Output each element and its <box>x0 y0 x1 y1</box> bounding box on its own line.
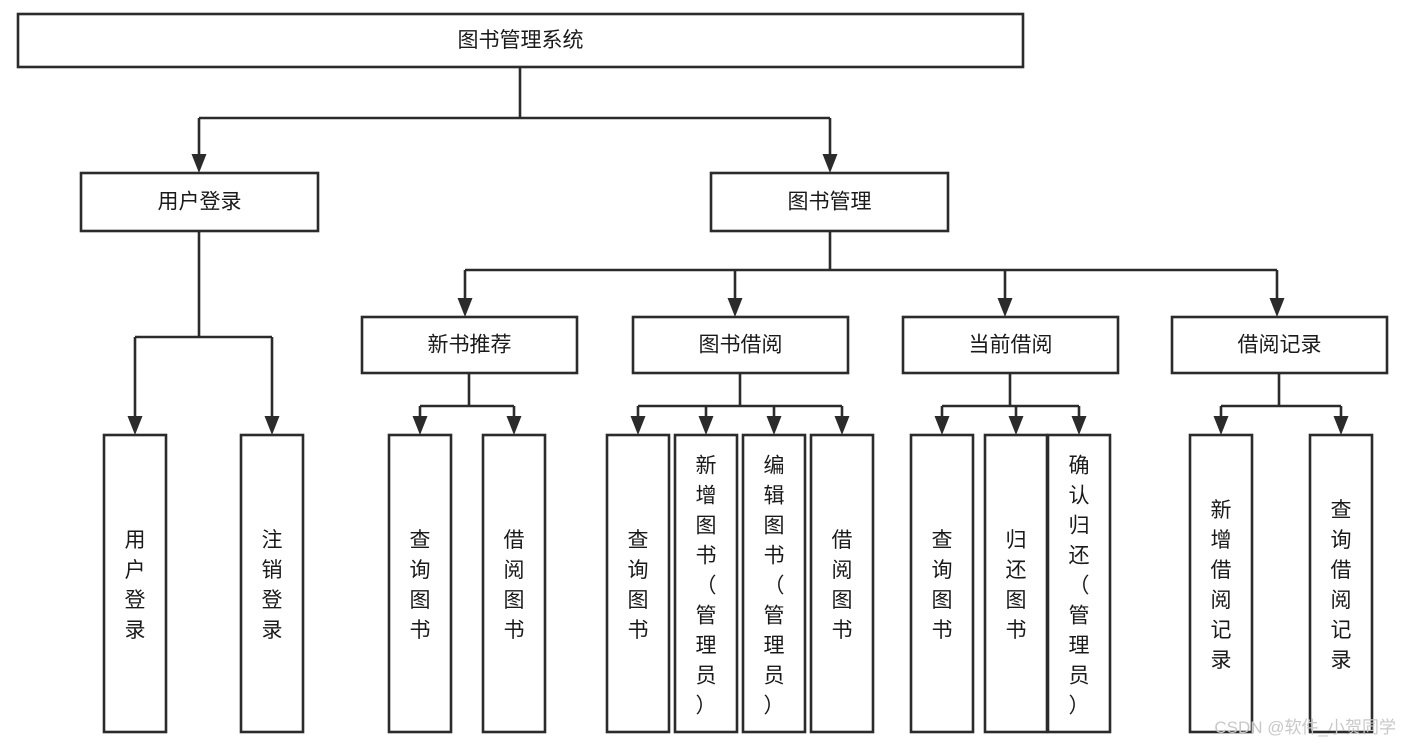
arrow-head-icon <box>1333 416 1349 435</box>
node-label: 图书借阅 <box>699 334 783 357</box>
node-label: 查询图书 <box>932 529 953 642</box>
node-box[interactable] <box>481 433 547 734</box>
node-box[interactable] <box>239 433 305 734</box>
connector-borrow-record <box>1213 373 1349 435</box>
node-leaf-confirm-return[interactable]: 确认归还（管理员） <box>1046 433 1112 734</box>
node-leaf-edit-book[interactable]: 编辑图书（管理员） <box>741 433 807 734</box>
arrow-head-icon <box>1071 416 1087 435</box>
node-book-borrow[interactable]: 图书借阅 <box>631 315 850 375</box>
arrow-head-icon <box>630 416 646 435</box>
node-root[interactable]: 图书管理系统 <box>16 12 1025 69</box>
node-label: 图书管理系统 <box>458 29 584 52</box>
arrow-head-icon <box>834 416 850 435</box>
node-label: 新增借阅记录 <box>1211 499 1232 672</box>
node-box[interactable] <box>631 315 850 375</box>
node-label: 借阅图书 <box>504 529 525 642</box>
connector-root <box>191 67 838 173</box>
node-box[interactable] <box>102 433 168 734</box>
node-user-login[interactable]: 用户登录 <box>79 171 320 233</box>
node-box[interactable] <box>901 315 1120 375</box>
node-label: 用户登录 <box>158 191 242 214</box>
arrow-head-icon <box>1008 416 1024 435</box>
node-leaf-return-book[interactable]: 归还图书 <box>983 433 1049 734</box>
node-label: 新书推荐 <box>428 334 512 357</box>
connector-book-manage <box>457 231 1285 317</box>
arrow-head-icon <box>727 298 743 317</box>
connector-layer <box>127 67 1349 435</box>
node-box[interactable] <box>983 433 1049 734</box>
node-label: 注销登录 <box>262 529 283 642</box>
node-label: 新增图书（管理员） <box>696 454 717 717</box>
node-leaf-add-book[interactable]: 新增图书（管理员） <box>673 433 739 734</box>
node-leaf-user-login[interactable]: 用户登录 <box>102 433 168 734</box>
node-label: 查询图书 <box>410 529 431 642</box>
node-label: 归还图书 <box>1006 529 1027 642</box>
node-label: 编辑图书（管理员） <box>764 454 785 717</box>
arrow-head-icon <box>457 298 473 317</box>
node-label: 确认归还（管理员） <box>1069 454 1090 717</box>
node-layer: 图书管理系统用户登录图书管理新书推荐图书借阅当前借阅借阅记录用户登录注销登录查询… <box>16 12 1389 734</box>
csdn-watermark: CSDN @软件_小贺同学 <box>1214 718 1396 737</box>
connector-user-login <box>127 231 280 435</box>
arrow-head-icon <box>412 416 428 435</box>
node-box[interactable] <box>79 171 320 233</box>
arrow-head-icon <box>997 298 1013 317</box>
arrow-head-icon <box>264 416 280 435</box>
node-box[interactable] <box>909 433 975 734</box>
node-box[interactable] <box>709 171 950 233</box>
arrow-head-icon <box>1213 416 1229 435</box>
arrow-head-icon <box>766 416 782 435</box>
node-label: 查询图书 <box>628 529 649 642</box>
node-label: 用户登录 <box>125 529 146 642</box>
node-box[interactable] <box>809 433 875 734</box>
node-label: 借阅图书 <box>832 529 853 642</box>
connector-book-borrow <box>630 373 850 435</box>
node-box[interactable] <box>1188 433 1254 734</box>
node-book-manage[interactable]: 图书管理 <box>709 171 950 233</box>
node-new-book-rec[interactable]: 新书推荐 <box>360 315 579 375</box>
node-leaf-user-logout[interactable]: 注销登录 <box>239 433 305 734</box>
node-leaf-query-book-2[interactable]: 查询图书 <box>605 433 671 734</box>
node-box[interactable] <box>387 433 453 734</box>
node-leaf-query-record[interactable]: 查询借阅记录 <box>1308 433 1374 734</box>
arrow-head-icon <box>127 416 143 435</box>
node-label: 查询借阅记录 <box>1331 499 1352 672</box>
node-leaf-query-book-3[interactable]: 查询图书 <box>909 433 975 734</box>
node-box[interactable] <box>673 433 739 734</box>
arrow-head-icon <box>191 154 207 173</box>
node-box[interactable] <box>1046 433 1112 734</box>
arrow-head-icon <box>934 416 950 435</box>
node-label: 当前借阅 <box>969 334 1053 357</box>
node-leaf-query-book-1[interactable]: 查询图书 <box>387 433 453 734</box>
node-leaf-add-record[interactable]: 新增借阅记录 <box>1188 433 1254 734</box>
node-leaf-borrow-book-1[interactable]: 借阅图书 <box>481 433 547 734</box>
connector-new-book-rec <box>412 373 522 435</box>
node-box[interactable] <box>605 433 671 734</box>
arrow-head-icon <box>506 416 522 435</box>
node-label: 图书管理 <box>788 191 872 214</box>
node-leaf-borrow-book-2[interactable]: 借阅图书 <box>809 433 875 734</box>
connector-current-borrow <box>934 373 1087 435</box>
node-box[interactable] <box>1308 433 1374 734</box>
node-label: 借阅记录 <box>1238 334 1322 357</box>
node-box[interactable] <box>741 433 807 734</box>
arrow-head-icon <box>698 416 714 435</box>
node-box[interactable] <box>1170 315 1389 375</box>
node-current-borrow[interactable]: 当前借阅 <box>901 315 1120 375</box>
arrow-head-icon <box>1269 298 1285 317</box>
node-borrow-record[interactable]: 借阅记录 <box>1170 315 1389 375</box>
node-box[interactable] <box>16 12 1025 69</box>
arrow-head-icon <box>822 154 838 173</box>
node-box[interactable] <box>360 315 579 375</box>
